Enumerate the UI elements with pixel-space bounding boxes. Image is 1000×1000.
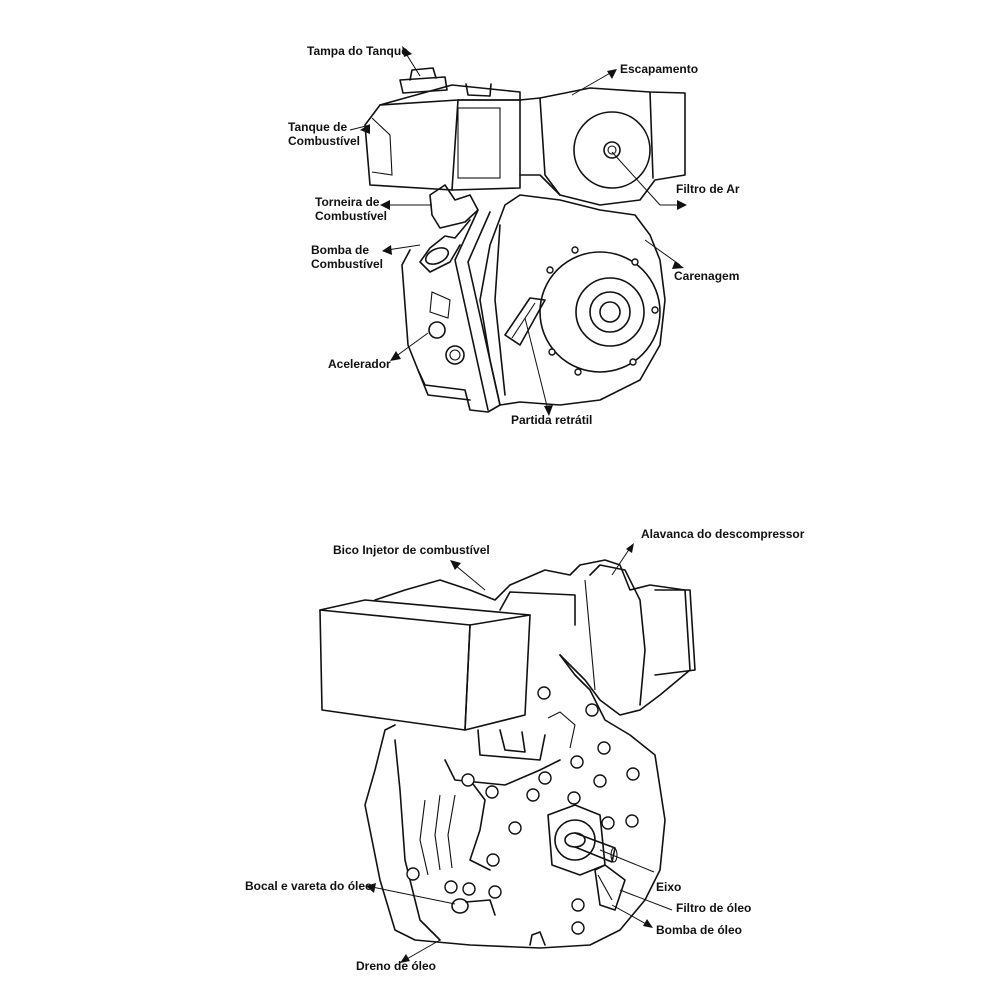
crankcase-bolts — [406, 686, 640, 935]
label-shroud: Carenagem — [674, 269, 740, 283]
top-engine-drawing — [364, 67, 686, 413]
label-air-filter: Filtro de Ar — [676, 182, 740, 196]
label-injector: Bico Injetor de combustível — [333, 543, 490, 557]
label-shaft: Eixo — [656, 880, 682, 894]
label-fuel-pump: Bomba de Combustível — [311, 243, 384, 271]
label-fuel-valve: Torneira de Combustível — [315, 195, 388, 223]
label-oil-filler-dipstick: Bocal e vareta do óleo — [245, 879, 373, 893]
label-fuel-tank-cap: Tampa do Tanque — [307, 44, 408, 58]
label-oil-filter: Filtro de óleo — [676, 901, 752, 915]
label-fuel-tank: Tanque de Combustível — [288, 120, 361, 148]
label-oil-pump: Bomba de óleo — [656, 923, 743, 937]
label-throttle: Acelerador — [328, 357, 391, 371]
leader-lines — [349, 46, 687, 963]
bottom-engine-drawing — [319, 559, 696, 949]
label-recoil-starter: Partida retrátil — [511, 413, 593, 427]
label-decompressor: Alavanca do descompressor — [641, 527, 805, 541]
label-oil-drain: Dreno de óleo — [356, 959, 437, 973]
label-exhaust: Escapamento — [620, 62, 699, 76]
starter-bolt-ring — [546, 246, 659, 376]
